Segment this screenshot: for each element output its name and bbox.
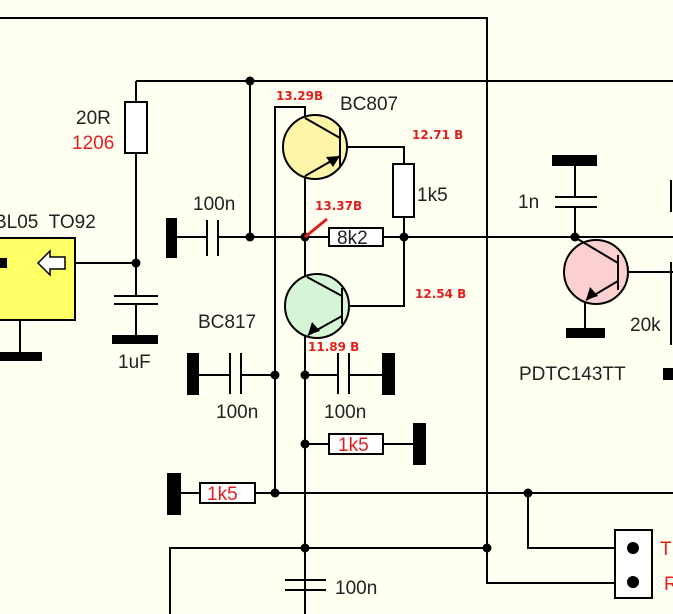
pin-t (627, 542, 639, 554)
connector (614, 529, 653, 599)
r8k2-value: 8k2 (337, 228, 368, 249)
bc817-label: BC817 (198, 312, 256, 333)
pin-t-label: T (660, 539, 672, 560)
resistor-1k5-mid (328, 433, 384, 455)
r20r-value: 20R (76, 108, 111, 129)
arrow-icon (36, 249, 66, 277)
capacitor-1n (552, 155, 597, 208)
resistor-1k5-base (392, 163, 415, 218)
junctions (131, 76, 580, 553)
regulator-pin (0, 258, 7, 268)
c100n-bottom-value: 100n (335, 578, 377, 599)
probe-marker (304, 217, 328, 239)
bc807-label: BC807 (340, 94, 398, 115)
capacitor-1uf (112, 295, 158, 344)
resistor-1k5-left (199, 482, 256, 504)
voltage-bc817-base: 12.54 В (415, 287, 466, 301)
voltage-bc817-emitter: 11.89 В (308, 340, 359, 354)
c1n-value: 1n (518, 192, 539, 213)
r20r-package: 1206 (72, 133, 114, 154)
c100n-left-value: 100n (216, 402, 258, 423)
ground-bar (413, 423, 426, 465)
r20k-value: 20k (630, 315, 661, 336)
resistor-8k2 (328, 227, 384, 247)
capacitor-100n-right (337, 353, 395, 395)
regulator-label: BL05 TO92 (0, 212, 96, 233)
capacitor-100n-left (187, 353, 242, 395)
r1k5-base-value: 1k5 (417, 185, 448, 206)
regulator-body (0, 237, 76, 321)
pdtc-label: PDTC143TT (519, 364, 626, 385)
ground-bar (167, 473, 181, 515)
capacitor-100n-top (166, 218, 219, 258)
c100n-right-value: 100n (324, 402, 366, 423)
c1uf-value: 1uF (118, 352, 151, 373)
pad (663, 368, 673, 380)
capacitor-100n-bottom (285, 579, 326, 591)
voltage-bc807-emitter: 13.29В (276, 89, 323, 103)
transistor-bc807 (282, 114, 348, 180)
c100n-top-value: 100n (193, 194, 235, 215)
resistor-20r (124, 101, 148, 154)
transistor-bc817 (284, 273, 350, 339)
r1k5-mid-value: 1k5 (338, 435, 369, 456)
r1k5-left-value: 1k5 (207, 484, 238, 505)
voltage-mid-node: 13.37В (315, 199, 362, 213)
transistor-pdtc143tt (563, 237, 629, 338)
pin-r (627, 576, 639, 588)
pin-r-label: R (664, 574, 673, 595)
ground-bar (0, 352, 42, 361)
voltage-bc807-base: 12.71 В (412, 128, 463, 142)
regulator-bl05 (0, 237, 76, 361)
wires (0, 17, 673, 614)
